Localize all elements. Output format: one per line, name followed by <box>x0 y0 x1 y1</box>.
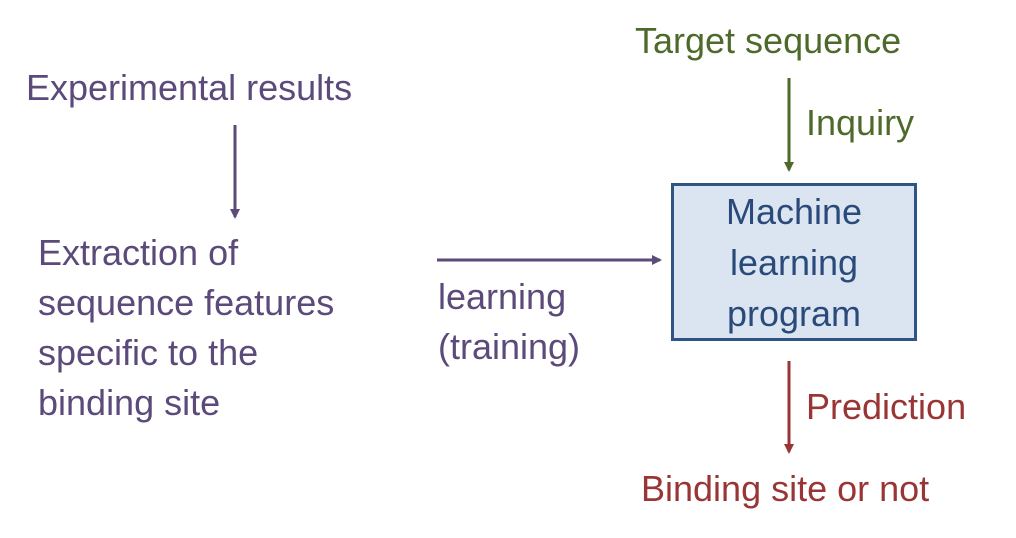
inquiry-label: Inquiry <box>806 102 915 143</box>
experimental-results-label: Experimental results <box>26 67 353 108</box>
machine-learning-program-label: Machine learning program <box>725 190 863 334</box>
binding-site-or-not-label: Binding site or not <box>641 468 930 509</box>
extraction-features-label: Extraction of sequence features specific… <box>38 232 335 423</box>
prediction-label: Prediction <box>806 386 967 427</box>
machine-learning-program-box: Machine learning program <box>671 183 917 341</box>
target-sequence-label: Target sequence <box>635 20 902 61</box>
learning-training-label: learning (training) <box>438 276 581 367</box>
